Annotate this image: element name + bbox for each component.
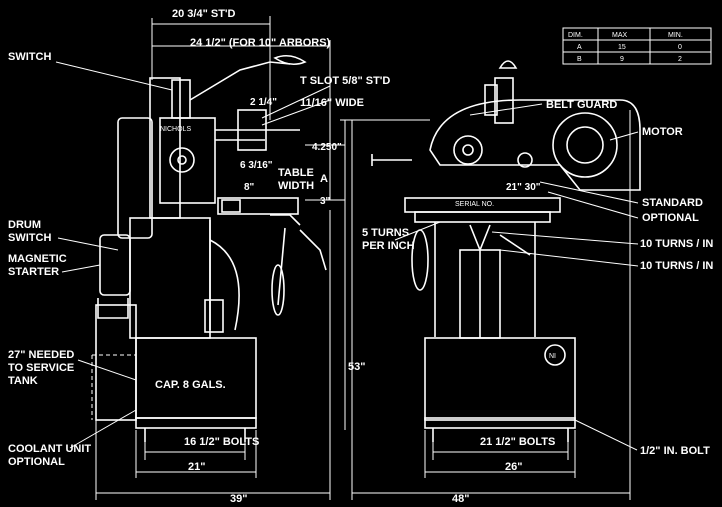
callout-table: TABLE: [278, 167, 314, 179]
right-view: SERIAL NO. NI: [340, 60, 641, 500]
left-view: [91, 16, 345, 500]
dim-cell: 0: [678, 44, 682, 51]
dim-cell: 2: [678, 56, 682, 63]
tank-capacity: CAP. 8 GALS.: [155, 379, 226, 391]
dim-8: 8": [244, 182, 255, 193]
callout-dim-a: A: [320, 173, 328, 185]
callout-motor: MOTOR: [642, 126, 683, 138]
dim-4-250: 4.250": [312, 142, 342, 153]
callout-5-turns: 5 TURNS: [362, 227, 409, 239]
dim-39: 39": [230, 493, 247, 505]
callout-magnetic: MAGNETIC: [8, 253, 67, 265]
dim-53: 53": [348, 361, 365, 373]
dim-16-1-2-bolts: 16 1/2" BOLTS: [184, 436, 259, 448]
dim-21: 21": [188, 461, 205, 473]
dim-top-std: 20 3/4" ST'D: [172, 8, 236, 20]
callout-10-turns-2: 10 TURNS / IN: [640, 260, 713, 272]
logo-badge: [544, 344, 566, 366]
callout-t-slot: T SLOT 5/8" ST'D: [300, 75, 390, 87]
callout-optional: OPTIONAL: [642, 212, 699, 224]
dim-2-1-4: 2 1/4": [250, 97, 277, 108]
callout-width: WIDTH: [278, 180, 314, 192]
callout-to-service: TO SERVICE: [8, 362, 74, 374]
callout-in-bolt: 1/2" IN. BOLT: [640, 445, 710, 457]
dim-3: 3": [320, 196, 331, 207]
dim-6-3-16: 6 3/16": [240, 160, 273, 171]
brand-nichols: NICHOLS: [160, 126, 191, 133]
callout-starter: STARTER: [8, 266, 59, 278]
callout-10-turns-1: 10 TURNS / IN: [640, 238, 713, 250]
leader-lines: [55, 61, 639, 451]
dim-cell: 9: [620, 56, 624, 63]
dim-21-30: 21" 30": [506, 182, 541, 193]
callout-coolant-unit: COOLANT UNIT: [8, 443, 91, 455]
dim-top-arbors: 24 1/2" (FOR 10" ARBORS): [190, 37, 331, 49]
dim-cell: 15: [618, 44, 626, 51]
serial-label: SERIAL NO.: [455, 201, 494, 208]
callout-drum: DRUM: [8, 219, 41, 231]
dim-header-min: MIN.: [668, 32, 683, 39]
callout-coolant-optional: OPTIONAL: [8, 456, 65, 468]
dim-26: 26": [505, 461, 522, 473]
dim-cell: B: [577, 56, 582, 63]
callout-27-needed: 27" NEEDED: [8, 349, 74, 361]
callout-wide: 11/16" WIDE: [300, 97, 364, 109]
dim-header-dim: DIM.: [568, 32, 583, 39]
dimension-table: DIM. MAX MIN. A 15 0 B 9 2: [562, 27, 712, 65]
dim-48: 48": [452, 493, 469, 505]
callout-tank: TANK: [8, 375, 38, 387]
callout-per-inch: PER INCH: [362, 240, 415, 252]
callout-drum-switch: SWITCH: [8, 232, 51, 244]
logo-text: NI: [549, 353, 556, 360]
dim-21-1-2-bolts: 21 1/2" BOLTS: [480, 436, 555, 448]
labels: 20 3/4" ST'D 24 1/2" (FOR 10" ARBORS) 2 …: [8, 8, 713, 505]
dim-cell: A: [577, 44, 582, 51]
callout-standard: STANDARD: [642, 197, 703, 209]
callout-switch: SWITCH: [8, 51, 51, 63]
dim-header-max: MAX: [612, 32, 628, 39]
callout-belt-guard: BELT GUARD: [546, 99, 617, 111]
